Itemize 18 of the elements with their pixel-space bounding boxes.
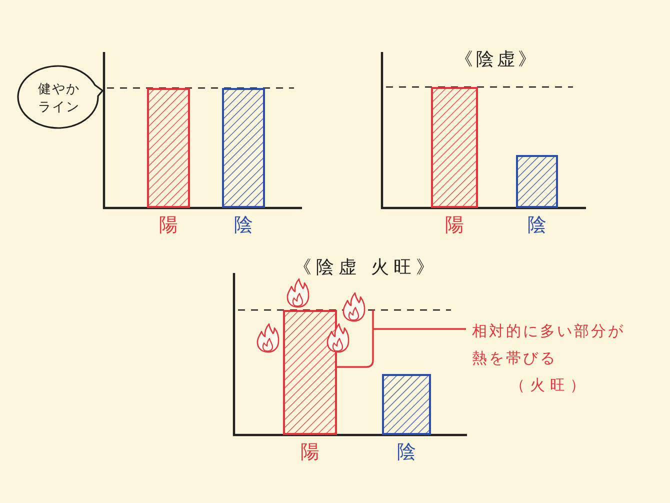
bar — [516, 155, 558, 208]
category-label: 陰 — [397, 441, 416, 463]
chart-title: 《陰虚》 — [455, 48, 539, 72]
bar — [431, 87, 478, 208]
leader-line — [336, 309, 467, 368]
bar — [283, 310, 337, 435]
category-label: 陰 — [234, 214, 253, 236]
bar — [147, 88, 190, 208]
category-label: 陽 — [159, 214, 178, 236]
category-label: 陽 — [445, 214, 464, 236]
bubble-text: 健やかライン — [37, 81, 81, 117]
annotation-text: 相対的に多い部分が熱を帯びる — [472, 321, 626, 369]
annotation-text: （火旺） — [510, 375, 590, 396]
bar — [382, 374, 431, 435]
category-label: 陰 — [528, 214, 546, 236]
category-label: 陽 — [300, 441, 320, 463]
chart-title: 《陰虚 火旺》 — [293, 256, 439, 280]
bar — [222, 88, 265, 208]
